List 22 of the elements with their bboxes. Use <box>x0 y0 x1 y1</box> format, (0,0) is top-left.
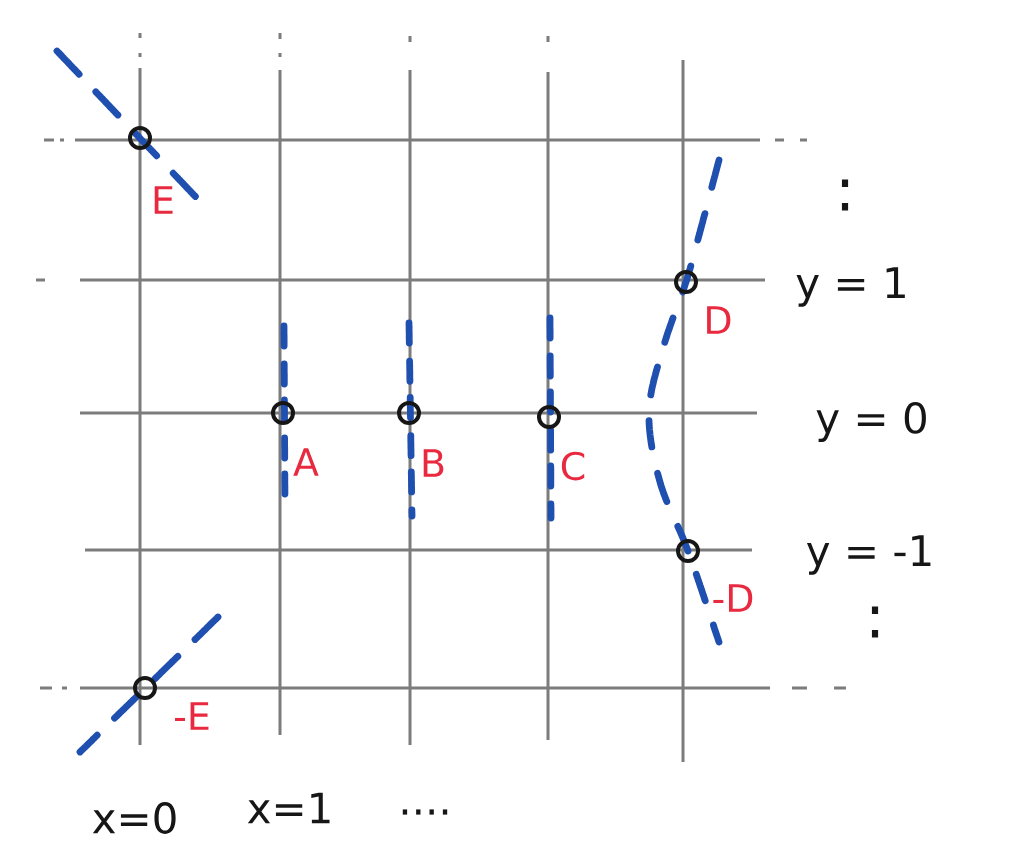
point-label: -E <box>175 702 209 730</box>
point-marker <box>674 270 698 294</box>
point-marker <box>271 401 295 425</box>
point-marker <box>397 401 421 425</box>
point-marker <box>128 126 152 150</box>
point-label: -D <box>713 584 753 612</box>
point-marker <box>133 676 157 700</box>
line-equation: y = 0 <box>816 402 926 442</box>
vertical-ellipsis: : <box>841 179 849 211</box>
point-label: C <box>561 451 585 481</box>
point-marker <box>537 405 561 429</box>
vertical-ellipsis: : <box>871 606 879 638</box>
point-label: A <box>293 448 319 476</box>
ellipsis: .... <box>402 809 448 815</box>
line-equation: x=0 <box>92 802 176 834</box>
line-equation: y = 1 <box>796 267 905 307</box>
point-label: B <box>423 449 444 477</box>
point-label: D <box>707 306 731 334</box>
line-equation: y = -1 <box>806 535 931 575</box>
line-equation: x=1 <box>247 792 330 824</box>
point-marker <box>676 539 700 563</box>
point-label: E <box>154 186 173 214</box>
